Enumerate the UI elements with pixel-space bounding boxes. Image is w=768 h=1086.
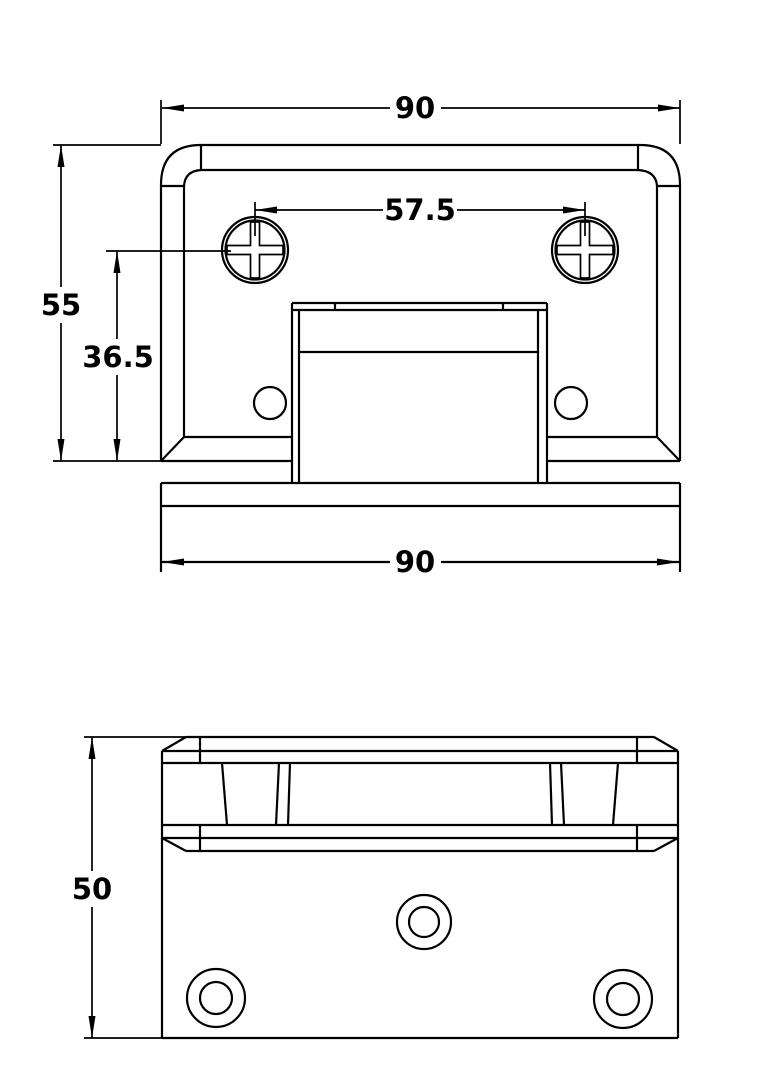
- body-outline: [159, 143, 682, 463]
- dim-side-height: 50: [72, 737, 112, 1038]
- dim-screw-to-bottom: 36.5: [82, 250, 231, 461]
- hinge-block: [290, 301, 549, 483]
- plate-hole-bottom-right: [592, 968, 654, 1030]
- hole-left: [252, 385, 288, 421]
- mounting-plate: [84, 751, 680, 1040]
- front-view: 90 57.5 55 36.5: [41, 91, 682, 579]
- dim-screw-spacing: 57.5: [254, 193, 586, 236]
- dim-overall-height-value: 55: [41, 288, 81, 322]
- dim-bottom-width: 90: [161, 545, 680, 579]
- dim-screw-to-bottom-value: 36.5: [82, 340, 154, 374]
- dim-top-width: 90: [160, 91, 681, 144]
- dim-screw-spacing-value: 57.5: [384, 193, 456, 227]
- dim-overall-height: 55: [41, 144, 161, 462]
- dim-top-width-value: 90: [395, 91, 435, 125]
- plate-hole-center: [395, 893, 453, 951]
- dim-bottom-width-value: 90: [395, 545, 435, 579]
- bottom-strip: [159, 481, 682, 572]
- plate-hole-bottom-left: [185, 967, 247, 1029]
- clamp-bands: [84, 735, 679, 853]
- hole-right: [553, 385, 589, 421]
- side-view: 50: [72, 735, 680, 1040]
- dim-side-height-value: 50: [72, 872, 112, 906]
